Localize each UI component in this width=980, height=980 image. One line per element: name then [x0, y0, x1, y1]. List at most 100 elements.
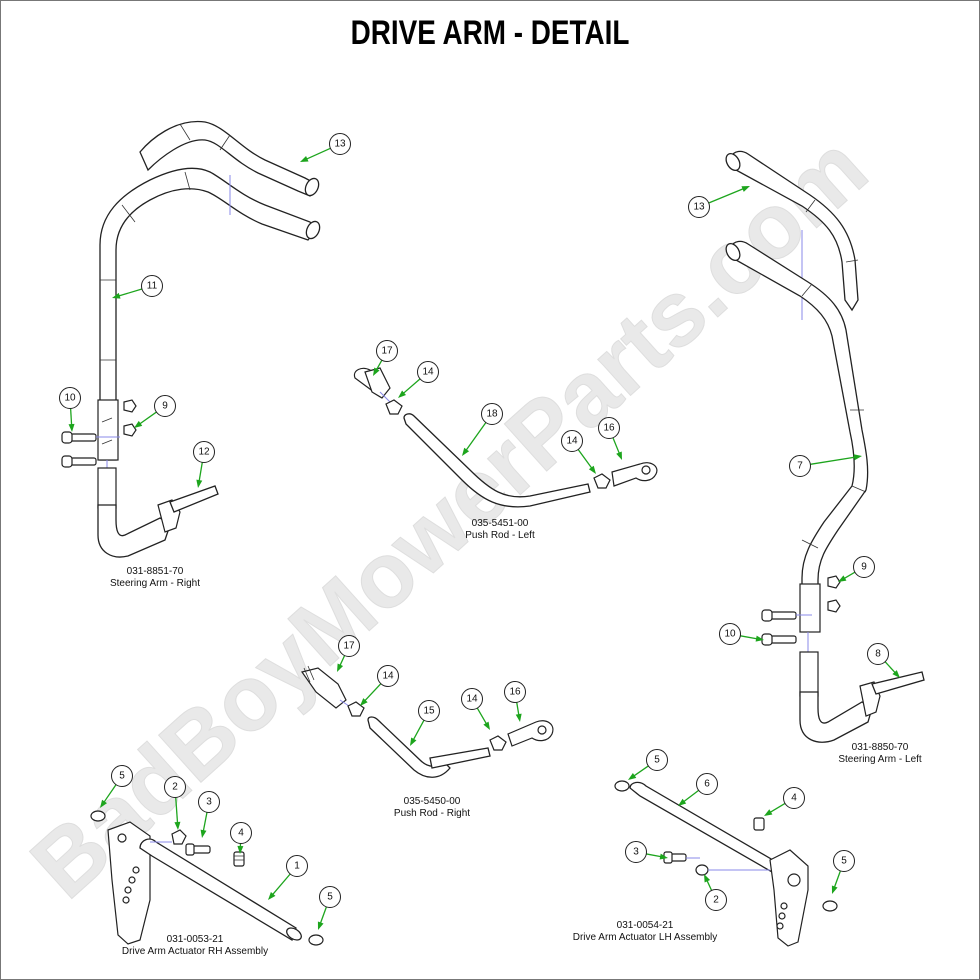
callout-arrowhead [515, 713, 522, 722]
callout-number: 9 [861, 562, 867, 573]
callout-balloon [376, 340, 398, 362]
caption-drive-arm-actuator-lh: 031-0054-21 Drive Arm Actuator LH Assemb… [560, 920, 730, 944]
callout-balloon [59, 387, 81, 409]
callout-6: 6 [678, 773, 718, 806]
caption-part-number: 031-0053-21 [166, 934, 224, 945]
push-rod-right-drawing [301, 665, 554, 778]
callout-14: 14 [398, 361, 439, 398]
callout-1: 1 [268, 855, 308, 900]
callout-number: 13 [334, 139, 346, 150]
callout-balloon [193, 441, 215, 463]
drive-arm-actuator-rh-drawing [90, 810, 324, 946]
callout-arrowhead [398, 390, 407, 398]
callout-number: 5 [841, 856, 847, 867]
callout-arrowhead [755, 635, 764, 642]
callout-number: 3 [206, 797, 212, 808]
callout-4: 4 [230, 822, 252, 854]
drive-arm-actuator-lh-drawing [614, 780, 838, 947]
caption-part-name: Steering Arm - Left [838, 754, 922, 765]
callout-18: 18 [462, 403, 503, 456]
callout-balloon [461, 688, 483, 710]
callout-number: 11 [147, 281, 158, 292]
callout-balloon [417, 361, 439, 383]
callout-8: 8 [867, 643, 900, 678]
callout-balloon [319, 886, 341, 908]
callout-leader [402, 378, 421, 395]
callout-number: 14 [422, 367, 434, 378]
callout-leader [740, 635, 759, 640]
callout-leader [842, 571, 856, 580]
caption-part-number: 035-5450-00 [403, 796, 461, 807]
callout-9: 9 [134, 395, 176, 428]
callout-balloon [329, 133, 351, 155]
callout-number: 15 [423, 706, 435, 717]
callout-balloon [789, 455, 811, 477]
callout-arrowhead [200, 829, 207, 838]
caption-steering-arm-right: 031-8851-70 Steering Arm - Right [90, 566, 220, 590]
steering-arm-right-drawing [61, 120, 321, 558]
callout-arrowhead [462, 447, 470, 456]
callout-2: 2 [164, 776, 186, 830]
callout-balloon [705, 889, 727, 911]
callout-arrowhead [196, 479, 203, 488]
callout-3: 3 [625, 841, 668, 863]
callout-number: 14 [466, 694, 478, 705]
callout-5: 5 [317, 886, 341, 930]
callout-leader [338, 655, 346, 667]
callout-leader [175, 797, 179, 825]
callout-12: 12 [193, 441, 215, 488]
callout-balloon [646, 749, 668, 771]
callout-10: 10 [719, 623, 764, 645]
callout-number: 4 [791, 793, 797, 804]
callout-number: 5 [119, 771, 125, 782]
callout-leader [884, 661, 897, 675]
callout-2: 2 [704, 874, 727, 911]
callout-16: 16 [504, 681, 526, 722]
caption-part-number: 031-0054-21 [616, 920, 674, 931]
callout-leader [516, 702, 520, 717]
callout-leader [612, 437, 621, 455]
callout-arrowhead [112, 292, 121, 299]
callout-arrowhead [764, 809, 773, 816]
callout-balloon [286, 855, 308, 877]
callout-leader [682, 789, 700, 803]
callout-arrowhead [237, 845, 244, 854]
callout-balloon [338, 635, 360, 657]
callout-number: 16 [603, 423, 615, 434]
callout-number: 17 [381, 346, 393, 357]
callout-4: 4 [764, 787, 805, 816]
callout-arrowhead [373, 367, 380, 376]
callout-balloon [230, 822, 252, 844]
callout-leader [810, 456, 857, 465]
callout-leader [202, 812, 208, 833]
callout-leader [833, 870, 842, 889]
callout-balloon [688, 196, 710, 218]
callout-leader [768, 802, 786, 814]
callout-leader [305, 147, 331, 161]
callout-balloon [783, 787, 805, 809]
callout-number: 7 [797, 461, 803, 472]
caption-part-name: Push Rod - Left [465, 530, 535, 541]
callout-leader [198, 462, 203, 483]
callout-3: 3 [198, 791, 220, 838]
callout-number: 16 [509, 687, 521, 698]
callout-number: 3 [633, 847, 639, 858]
callout-leader [69, 408, 73, 427]
callout-balloon [853, 556, 875, 578]
callout-number: 14 [382, 671, 394, 682]
callout-5: 5 [100, 765, 133, 808]
callout-number: 6 [704, 779, 710, 790]
callout-arrowhead [317, 921, 324, 930]
caption-part-number: 035-5451-00 [471, 518, 529, 529]
callout-leader [705, 879, 713, 891]
callout-balloon [111, 765, 133, 787]
steering-arm-left-drawing [725, 150, 925, 743]
callout-leader [271, 873, 291, 896]
callout-5: 5 [628, 749, 668, 780]
callout-number: 5 [327, 892, 333, 903]
callout-leader [102, 784, 117, 804]
callout-balloon [164, 776, 186, 798]
callout-9: 9 [838, 556, 875, 582]
page-title: DRIVE ARM - DETAIL [350, 14, 630, 52]
